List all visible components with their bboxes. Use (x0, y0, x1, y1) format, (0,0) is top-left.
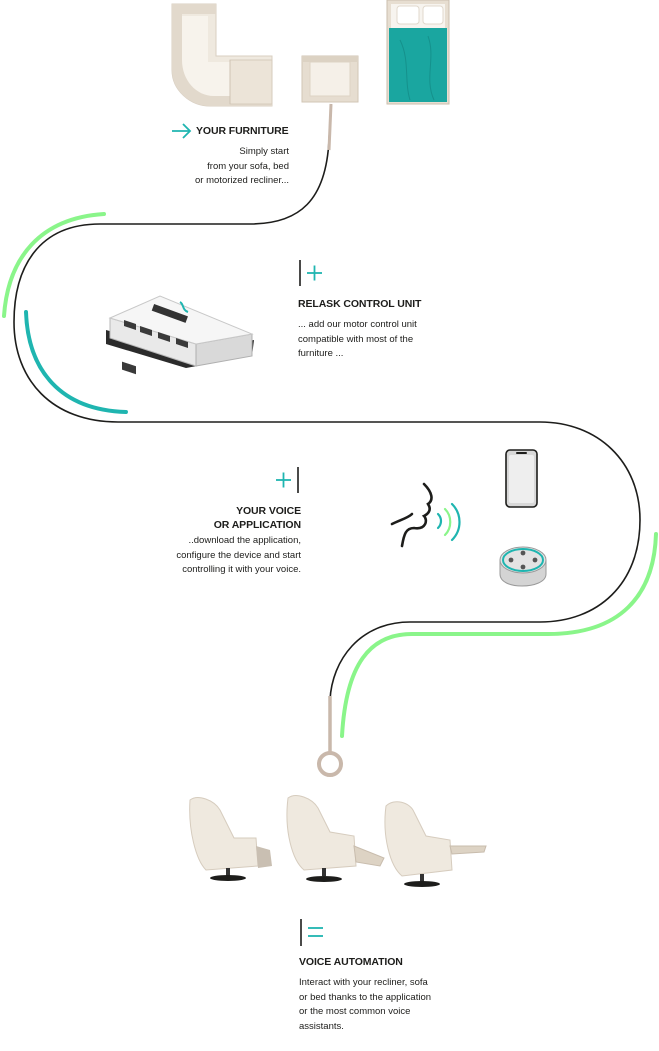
cord-plug (317, 751, 343, 777)
desc-line: controlling it with your voice. (182, 564, 301, 576)
step-control-unit: RELASK CONTROL UNIT ... add our motor co… (298, 298, 498, 362)
step-voice-automation-desc: Interact with your recliner, sofa or bed… (299, 976, 499, 1034)
smart-speaker-icon (499, 546, 547, 587)
desc-line: from your sofa, bed (207, 160, 289, 172)
smartphone-icon (505, 449, 538, 508)
step-voice-automation-title: VOICE AUTOMATION (299, 956, 403, 968)
power-cord (327, 103, 333, 151)
voice-icon (390, 482, 461, 548)
plus-icon (299, 260, 322, 286)
desc-line: or bed thanks to the application (299, 991, 432, 1003)
step-voice-app-title-2: OR APPLICATION (213, 519, 301, 531)
step-voice-automation: VOICE AUTOMATION Interact with your recl… (299, 956, 499, 1034)
desc-line: Simply start (239, 146, 289, 157)
desc-line: furniture ... (298, 348, 344, 360)
desc-line: configure the device and start (176, 549, 301, 561)
desc-line: assistants. (299, 1020, 344, 1032)
desc-line: or the most common voice (299, 1006, 411, 1018)
recliner-icon (189, 795, 487, 887)
bed-icon (386, 0, 450, 105)
green-arc-top (2, 212, 106, 318)
control-unit-icon (106, 295, 254, 375)
step-voice-app: YOUR VOICE OR APPLICATION ..download the… (140, 505, 301, 578)
green-arc-bottom (340, 532, 658, 738)
arrow-right-icon (172, 123, 192, 139)
teal-arc (24, 310, 128, 414)
armchair-icon (301, 55, 359, 103)
step-control-unit-title: RELASK CONTROL UNIT (298, 298, 422, 310)
desc-line: Interact with your recliner, sofa (299, 977, 428, 988)
step-furniture-title: YOUR FURNITURE (196, 125, 289, 137)
step-voice-app-title-1: YOUR VOICE (236, 505, 301, 517)
desc-line: ..download the application, (188, 535, 302, 546)
step-control-unit-desc: ... add our motor control unit compatibl… (298, 318, 498, 362)
sofa-icon (171, 3, 273, 107)
plus-icon-2 (276, 467, 299, 493)
equals-icon (300, 919, 323, 946)
step-furniture: YOUR FURNITURE (196, 125, 336, 137)
desc-line: ... add our motor control unit (298, 319, 417, 330)
desc-line: compatible with most of the (298, 333, 414, 345)
desc-line: or motorized recliner... (195, 175, 289, 187)
flow-path (13, 103, 641, 752)
step-voice-app-desc: ..download the application, configure th… (140, 534, 301, 578)
step-furniture-desc: Simply start from your sofa, bed or moto… (160, 145, 289, 189)
